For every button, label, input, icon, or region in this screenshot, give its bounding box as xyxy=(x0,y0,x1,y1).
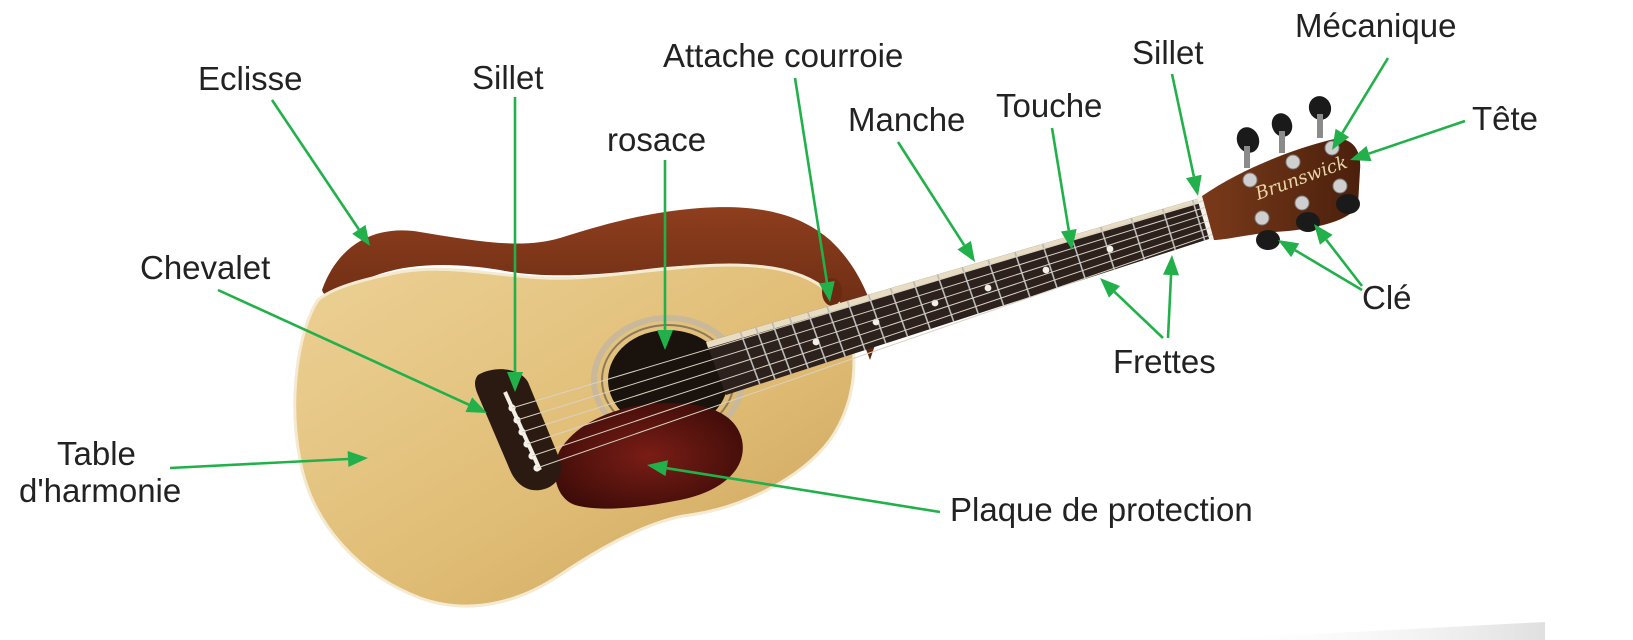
tuner-key xyxy=(1256,230,1280,250)
arrow-shaft xyxy=(898,142,964,245)
fret-marker xyxy=(985,285,992,292)
arrow-manche xyxy=(898,142,975,262)
label-manche: Manche xyxy=(848,101,965,138)
label-table-line1: Table xyxy=(57,435,136,472)
arrow-shaft xyxy=(1295,250,1362,290)
label-table-line2: d'harmonie xyxy=(19,472,181,509)
arrow-shaft xyxy=(1172,74,1194,176)
tuner-key xyxy=(1336,194,1360,214)
arrow-shaft xyxy=(1342,58,1388,133)
arrow-head xyxy=(957,241,975,262)
fret-marker xyxy=(1043,267,1050,274)
arrow-shaft xyxy=(1052,128,1069,230)
arrow-frettes-b xyxy=(1163,255,1179,338)
arrow-touche xyxy=(1052,128,1077,250)
arrow-shaft xyxy=(1369,121,1465,154)
arrow-head xyxy=(1278,240,1299,257)
label-sillet-bridge: Sillet xyxy=(472,59,544,96)
label-plaque: Plaque de protection xyxy=(950,491,1253,528)
arrow-head xyxy=(1163,255,1179,275)
arrow-shaft xyxy=(272,100,359,229)
floor-reflection xyxy=(1200,622,1545,640)
headstock: Brunswick xyxy=(1202,93,1360,250)
fret-marker xyxy=(1107,246,1114,253)
label-rosace: rosace xyxy=(607,121,706,158)
label-eclisse: Eclisse xyxy=(198,60,303,97)
label-attache-courroie: Attache courroie xyxy=(663,37,903,74)
label-mecanique: Mécanique xyxy=(1295,7,1456,44)
arrow-mecanique xyxy=(1332,58,1388,150)
arrow-eclisse xyxy=(272,100,370,246)
label-frettes: Frettes xyxy=(1113,343,1216,380)
label-cle: Clé xyxy=(1362,279,1412,316)
label-sillet-nut: Sillet xyxy=(1132,34,1204,71)
arrow-tete xyxy=(1350,121,1465,161)
arrow-sillet-nut xyxy=(1172,74,1202,196)
label-touche: Touche xyxy=(996,87,1102,124)
arrow-frettes-a xyxy=(1100,278,1163,338)
arrow-cle-a xyxy=(1278,240,1362,290)
arrow-head xyxy=(1314,224,1333,245)
label-tete: Tête xyxy=(1472,100,1538,137)
arrow-shaft xyxy=(1168,275,1171,338)
arrow-shaft xyxy=(1114,292,1163,338)
label-chevalet: Chevalet xyxy=(140,249,270,286)
guitar-body xyxy=(295,207,880,606)
arrow-head xyxy=(1186,175,1202,196)
